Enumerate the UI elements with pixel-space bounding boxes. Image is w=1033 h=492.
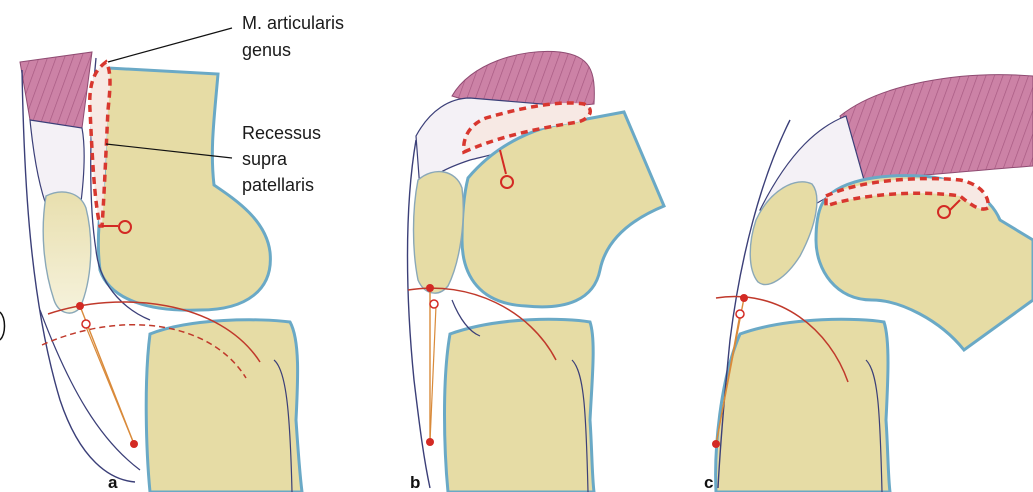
axis-line-a2 — [84, 322, 134, 444]
tibia-c — [716, 319, 890, 492]
axis-point-c-bottom — [712, 440, 720, 448]
label-recessus-line2: supra — [242, 149, 288, 169]
edge-bracket — [0, 312, 5, 340]
axis-point-b-mid — [430, 300, 438, 308]
panel-label-a: a — [108, 473, 118, 492]
panel-label-c: c — [704, 473, 713, 492]
panel-a — [20, 52, 302, 492]
label-recessus-line1: Recessus — [242, 123, 321, 143]
axis-point-b-bottom — [426, 438, 434, 446]
label-recessus-line3: patellaris — [242, 175, 314, 195]
axis-point-a-mid — [82, 320, 90, 328]
panel-c — [712, 75, 1033, 492]
patella-a — [43, 192, 91, 313]
panel-label-b: b — [410, 473, 420, 492]
quadriceps-muscle-c — [840, 75, 1033, 180]
axis-point-a-top — [76, 302, 84, 310]
tibia-b — [445, 319, 595, 492]
axis-point-c-mid — [736, 310, 744, 318]
patella-b — [414, 172, 464, 294]
tibia-a — [146, 320, 302, 492]
axis-point-b-top — [426, 284, 434, 292]
panel-b — [408, 51, 665, 492]
axis-point-c-top — [740, 294, 748, 302]
leader-line-articularis — [108, 28, 232, 62]
axis-line-b2 — [430, 306, 436, 442]
label-articularis-line2: genus — [242, 40, 291, 60]
ligament-inner-a — [40, 310, 140, 470]
label-articularis-line1: M. articularis — [242, 13, 344, 33]
axis-point-a-bottom — [130, 440, 138, 448]
